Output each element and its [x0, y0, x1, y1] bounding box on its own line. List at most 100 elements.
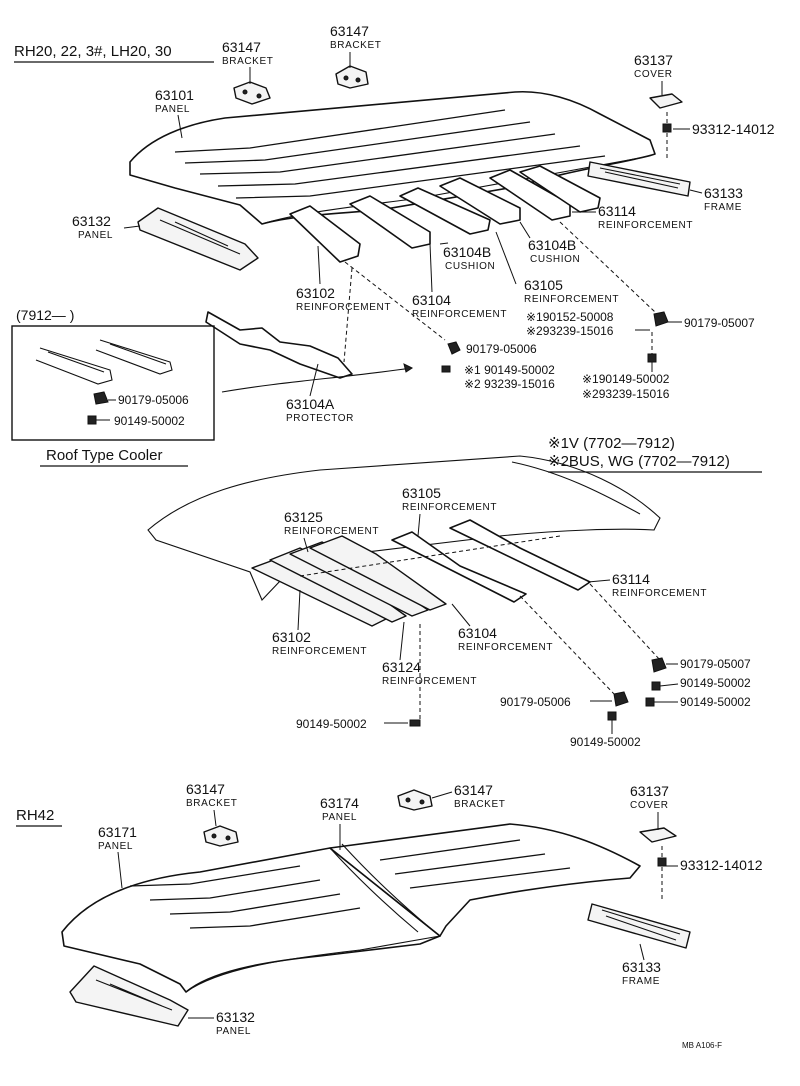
label-reinf-104-number: 63104	[412, 292, 451, 308]
label-reinf-102-name: REINFORCEMENT	[296, 302, 391, 313]
label-cushion-a-name: CUSHION	[445, 261, 495, 272]
roof-panel-63174-drawing	[329, 823, 641, 937]
label-mid-fastener-2: 90149-50002	[680, 676, 751, 690]
label-cushion-a-number: 63104B	[443, 244, 491, 260]
label-reinf-102-number: 63102	[296, 285, 335, 301]
label-mid-reinf-104-number: 63104	[458, 625, 497, 641]
top-reinforcements-drawing	[289, 165, 601, 263]
label-reinf-104-name: REINFORCEMENT	[412, 309, 507, 320]
label-mid-reinf-125-number: 63125	[284, 509, 323, 525]
label-frame-name: FRAME	[704, 202, 742, 213]
label-protector-number: 63104A	[286, 396, 335, 412]
label-mid-reinf-124-name: REINFORCEMENT	[382, 676, 477, 687]
label-bottom-panel-171-name: PANEL	[98, 841, 133, 852]
bottom-section: RH42	[16, 781, 763, 1050]
label-top-fastener-7: ※190149-50002	[582, 372, 670, 386]
variant-label-middle-2: ※2BUS, WG (7702—7912)	[548, 453, 730, 470]
bottom-cover-drawing	[639, 827, 677, 900]
label-top-fastener-3: ※293239-15016	[526, 324, 614, 338]
variant-label-top: RH20, 22, 3#, LH20, 30	[14, 43, 172, 60]
label-bottom-frame-number: 63133	[622, 959, 661, 975]
roof-outline-middle-drawing	[147, 455, 661, 601]
bracket-63147-left-drawing	[233, 81, 271, 105]
label-top-fastener-1: 90179-05007	[684, 316, 755, 330]
label-reinf-105-number: 63105	[524, 277, 563, 293]
label-reinf-105-name: REINFORCEMENT	[524, 294, 619, 305]
middle-reinforcements-drawing	[251, 519, 591, 627]
label-mid-reinf-114-name: REINFORCEMENT	[612, 588, 707, 599]
label-bracket-left-name: BRACKET	[222, 56, 273, 67]
label-bottom-bracket-left-name: BRACKET	[186, 798, 237, 809]
bracket-63147-right-drawing	[335, 65, 369, 89]
label-bottom-panel-171-number: 63171	[98, 824, 137, 840]
label-bottom-panel-side-number: 63132	[216, 1009, 255, 1025]
label-top-fastener-8: ※293239-15016	[582, 387, 670, 401]
label-frame-number: 63133	[704, 185, 743, 201]
label-bottom-bracket-left-number: 63147	[186, 781, 225, 797]
label-bracket-right-number: 63147	[330, 23, 369, 39]
variant-label-middle-1: ※1V (7702—7912)	[548, 435, 675, 452]
label-mid-fastener-1: 90179-05007	[680, 657, 751, 671]
screw-top-2-drawing	[647, 353, 657, 363]
label-mid-reinf-125-name: REINFORCEMENT	[284, 526, 379, 537]
label-top-fastener-2: ※190152-50008	[526, 310, 614, 324]
label-panel-side-number: 63132	[72, 213, 111, 229]
label-mid-reinf-102-name: REINFORCEMENT	[272, 646, 367, 657]
label-mid-fastener-6: 90149-50002	[296, 717, 367, 731]
top-section: RH20, 22, 3#, LH20, 30	[14, 23, 775, 424]
label-mid-reinf-105-name: REINFORCEMENT	[402, 502, 497, 513]
label-cover-name: COVER	[634, 69, 673, 80]
label-mid-reinf-105-number: 63105	[402, 485, 441, 501]
cover-63137-drawing	[649, 93, 683, 160]
label-cushion-b-number: 63104B	[528, 237, 576, 253]
clip-middle-2-drawing	[651, 657, 667, 673]
label-protector-name: PROTECTOR	[286, 413, 354, 424]
protector-63104a-drawing	[205, 311, 413, 393]
clip-middle-1-drawing	[613, 691, 629, 707]
label-bottom-panel-side-name: PANEL	[216, 1026, 251, 1037]
variant-label-bottom: RH42	[16, 807, 54, 824]
frame-63133-drawing	[587, 161, 691, 197]
bottom-bracket-left-drawing	[203, 825, 239, 847]
label-mid-reinf-114-number: 63114	[612, 571, 650, 587]
label-mid-reinf-124-number: 63124	[382, 659, 421, 675]
label-panel-side-name: PANEL	[78, 230, 113, 241]
label-bottom-cover-number: 63137	[630, 783, 669, 799]
label-bottom-bracket-right-number: 63147	[454, 782, 493, 798]
bottom-frame-drawing	[587, 903, 691, 949]
bottom-bracket-right-drawing	[397, 789, 433, 811]
label-reinf-114-name: REINFORCEMENT	[598, 220, 693, 231]
label-bottom-panel-174-number: 63174	[320, 795, 359, 811]
label-mid-fastener-5: 90149-50002	[570, 735, 641, 749]
label-bottom-bracket-right-name: BRACKET	[454, 799, 505, 810]
inset-caption: Roof Type Cooler	[46, 447, 162, 464]
label-bottom-panel-174-name: PANEL	[322, 812, 357, 823]
label-bottom-cover-name: COVER	[630, 800, 669, 811]
label-reinf-114-number: 63114	[598, 203, 636, 219]
label-mid-reinf-104-name: REINFORCEMENT	[458, 642, 553, 653]
panel-63132-drawing	[137, 207, 259, 271]
bottom-panel-side-drawing	[69, 965, 189, 1027]
clip-90179-05006-drawing	[447, 341, 461, 355]
label-top-fastener-4: 90179-05006	[466, 342, 537, 356]
label-top-fastener-5: ※1 90149-50002	[464, 363, 555, 377]
inset-part-1: 90179-05006	[118, 393, 189, 407]
label-cover-number: 63137	[634, 52, 673, 68]
label-bottom-screw-number: 93312-14012	[680, 857, 763, 873]
label-panel-main-number: 63101	[155, 87, 194, 103]
footer-code: MB A106-F	[682, 1041, 722, 1050]
inset-roof-type-cooler: (7912— ) 90179-05006 90149-50002 Roof Ty…	[11, 307, 215, 467]
middle-section: ※1V (7702—7912) ※2BUS, WG (7702—7912) 63…	[147, 435, 762, 749]
label-panel-main-name: PANEL	[155, 104, 190, 115]
roof-panel-63171-drawing	[61, 847, 441, 993]
clip-90179-05007-drawing	[653, 311, 669, 327]
label-bottom-frame-name: FRAME	[622, 976, 660, 987]
inset-part-2: 90149-50002	[114, 414, 185, 428]
label-cushion-b-name: CUSHION	[530, 254, 580, 265]
inset-range-label: (7912— )	[16, 307, 74, 323]
label-mid-reinf-102-number: 63102	[272, 629, 311, 645]
label-screw-number: 93312-14012	[692, 121, 775, 137]
screw-top-1-drawing	[441, 365, 451, 373]
label-bracket-left-number: 63147	[222, 39, 261, 55]
